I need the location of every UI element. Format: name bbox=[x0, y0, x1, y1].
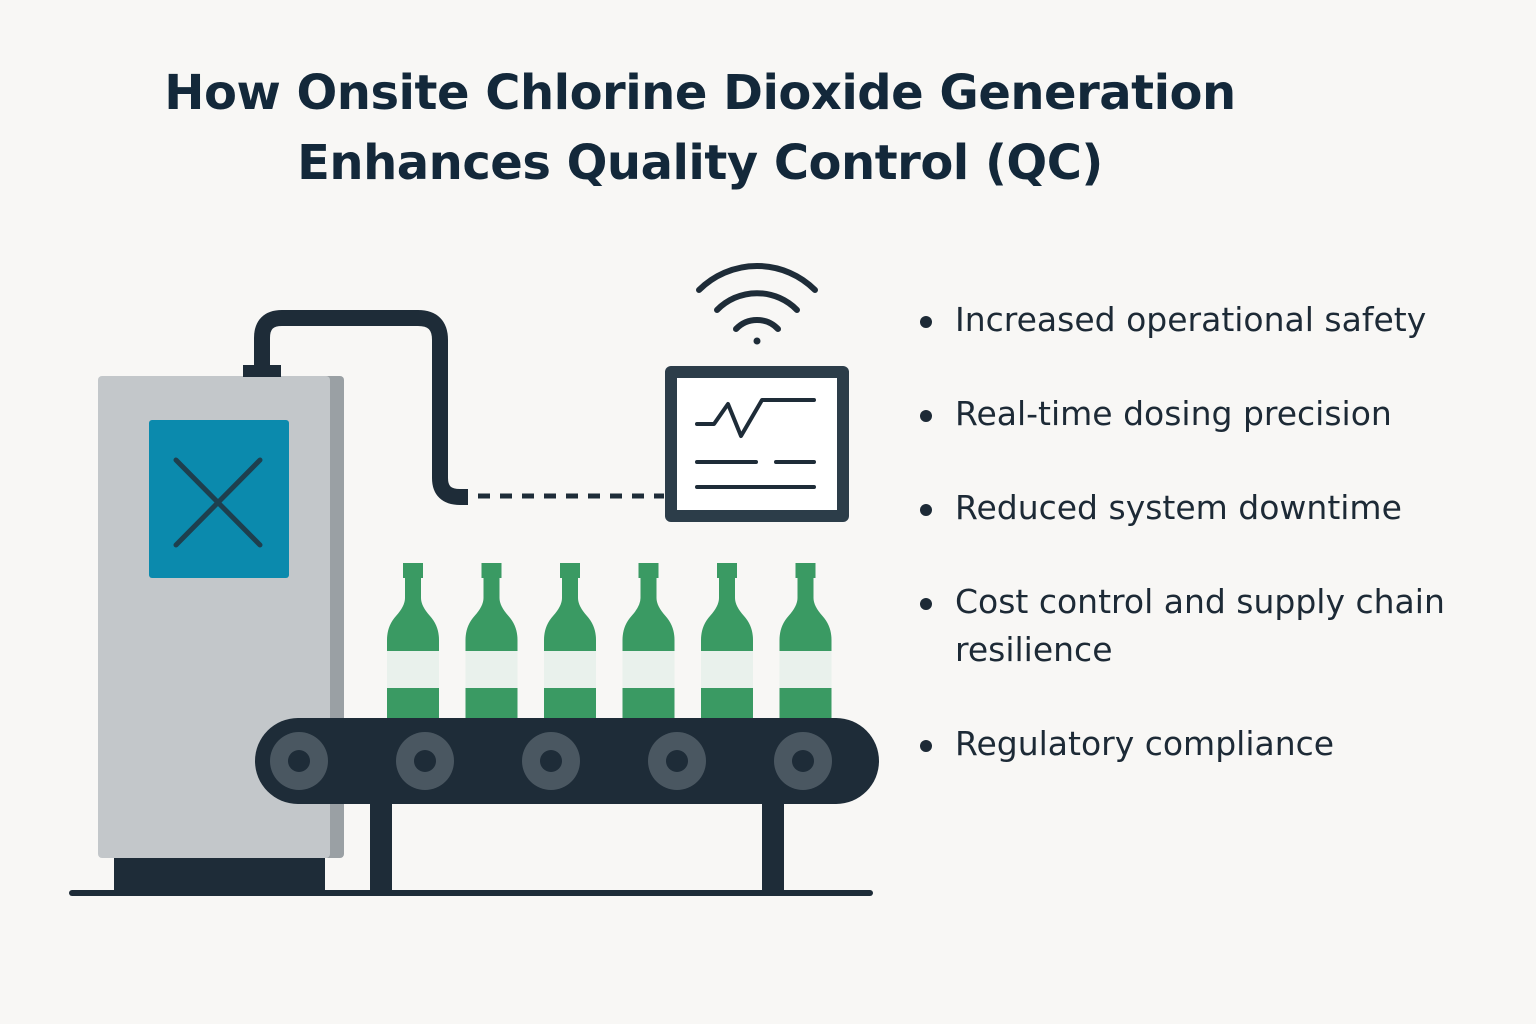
roller-group bbox=[270, 732, 832, 790]
bottle-label bbox=[465, 651, 518, 688]
benefit-text: Cost control and supply chain resilience bbox=[955, 582, 1445, 669]
bottle-body bbox=[544, 563, 596, 720]
bottle-label bbox=[779, 651, 832, 688]
bottle-body bbox=[622, 563, 675, 720]
benefit-text: Regulatory compliance bbox=[955, 724, 1335, 763]
x-mark-icon bbox=[173, 457, 263, 548]
bottle-body bbox=[701, 563, 753, 720]
benefit-text: Real-time dosing precision bbox=[955, 394, 1392, 433]
bottle-label bbox=[387, 651, 439, 688]
page-title: How Onsite Chlorine Dioxide Generation E… bbox=[0, 58, 1400, 198]
bottle bbox=[544, 563, 596, 720]
bottle-body bbox=[387, 563, 439, 720]
roller-hub bbox=[414, 750, 436, 772]
pipe-connector bbox=[243, 365, 281, 377]
benefit-item: Reduced system downtime bbox=[918, 484, 1498, 532]
benefit-text: Reduced system downtime bbox=[955, 488, 1402, 527]
bottle bbox=[701, 563, 753, 720]
benefit-item: Real-time dosing precision bbox=[918, 390, 1498, 438]
conveyor-leg-left bbox=[370, 800, 392, 892]
benefit-text: Increased operational safety bbox=[955, 300, 1427, 339]
feed-pipe bbox=[254, 310, 468, 505]
benefit-item: Cost control and supply chain resilience bbox=[918, 578, 1498, 674]
benefit-item: Regulatory compliance bbox=[918, 720, 1498, 768]
title-line-1: How Onsite Chlorine Dioxide Generation bbox=[164, 65, 1236, 121]
bullet-icon bbox=[920, 504, 932, 516]
roller-hub bbox=[792, 750, 814, 772]
bottle bbox=[779, 563, 832, 720]
bottle-body bbox=[465, 563, 518, 720]
bottle-group bbox=[387, 563, 832, 720]
bottle-body bbox=[779, 563, 832, 720]
signal-waveform-icon bbox=[695, 398, 816, 438]
roller-hub bbox=[540, 750, 562, 772]
bottle bbox=[387, 563, 439, 720]
bullet-icon bbox=[920, 598, 932, 610]
conveyor-leg-right bbox=[762, 800, 784, 892]
benefit-item: Increased operational safety bbox=[918, 296, 1498, 344]
bottle bbox=[622, 563, 675, 720]
bullet-icon bbox=[920, 740, 932, 752]
bullet-icon bbox=[920, 316, 932, 328]
title-line-2: Enhances Quality Control (QC) bbox=[297, 135, 1103, 191]
bottle-label bbox=[701, 651, 753, 688]
chlorine-dioxide-generator bbox=[98, 365, 344, 892]
bottle bbox=[465, 563, 518, 720]
process-illustration bbox=[69, 262, 879, 896]
control-monitor bbox=[665, 366, 849, 522]
benefits-list: Increased operational safety Real-time d… bbox=[918, 296, 1498, 814]
roller-hub bbox=[666, 750, 688, 772]
bottle-label bbox=[622, 651, 675, 688]
roller-hub bbox=[288, 750, 310, 772]
monitor-screen bbox=[677, 378, 837, 510]
bottle-label bbox=[544, 651, 596, 688]
bullet-icon bbox=[920, 410, 932, 422]
wifi-icon bbox=[696, 262, 818, 345]
